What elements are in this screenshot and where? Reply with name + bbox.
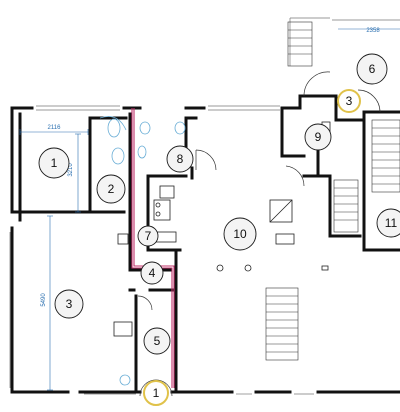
window-marks bbox=[9, 17, 400, 395]
room-number: 6 bbox=[369, 62, 376, 76]
room-3-right: 3 bbox=[337, 89, 361, 113]
dimension-5490: 5490 bbox=[41, 293, 47, 307]
interior-walls bbox=[18, 94, 400, 394]
exterior-walls bbox=[10, 106, 400, 394]
room-number: 1 bbox=[153, 386, 160, 400]
room-number: 5 bbox=[154, 334, 161, 348]
room-marker bbox=[140, 261, 164, 285]
room-marker bbox=[356, 53, 388, 85]
room-number: 10 bbox=[233, 227, 247, 241]
room-number: 1 bbox=[51, 156, 58, 170]
sanitary-fixtures bbox=[99, 116, 186, 386]
dimension-2116: 2116 bbox=[48, 125, 62, 131]
room-2: 2 bbox=[96, 174, 126, 204]
room-marker bbox=[376, 208, 400, 238]
room-number: 4 bbox=[149, 266, 156, 280]
room-number: 3 bbox=[66, 297, 73, 311]
room-5: 5 bbox=[143, 327, 171, 355]
stairs bbox=[265, 21, 400, 361]
room-6: 6 bbox=[356, 53, 388, 85]
room-marker bbox=[304, 123, 332, 151]
room-marker bbox=[337, 89, 361, 113]
room-marker bbox=[143, 380, 169, 406]
door-swings bbox=[137, 71, 381, 397]
room-7: 7 bbox=[137, 225, 159, 247]
room-1-left: 1 bbox=[38, 147, 70, 179]
dimension-3210: 3210 bbox=[68, 163, 74, 177]
equipment bbox=[113, 121, 331, 337]
dimension-lines bbox=[19, 28, 400, 391]
room-8: 8 bbox=[166, 145, 194, 173]
room-number: 7 bbox=[145, 229, 152, 243]
room-number: 11 bbox=[385, 216, 398, 230]
room-10: 10 bbox=[223, 217, 257, 251]
room-number: 3 bbox=[346, 94, 353, 108]
room-9: 9 bbox=[304, 123, 332, 151]
room-1-entrance: 1 bbox=[143, 380, 169, 406]
room-marker bbox=[143, 327, 171, 355]
room-4: 4 bbox=[140, 261, 164, 285]
room-11: 11 bbox=[376, 208, 400, 238]
room-marker bbox=[223, 217, 257, 251]
room-marker bbox=[166, 145, 194, 173]
room-marker bbox=[96, 174, 126, 204]
room-marker bbox=[137, 225, 159, 247]
room-marker bbox=[54, 289, 84, 319]
room-number: 8 bbox=[177, 152, 184, 166]
room-marker bbox=[38, 147, 70, 179]
room-number: 2 bbox=[108, 182, 115, 196]
dimension-2358: 2358 bbox=[366, 28, 380, 34]
room-number: 9 bbox=[315, 130, 322, 144]
room-3-left: 3 bbox=[54, 289, 84, 319]
